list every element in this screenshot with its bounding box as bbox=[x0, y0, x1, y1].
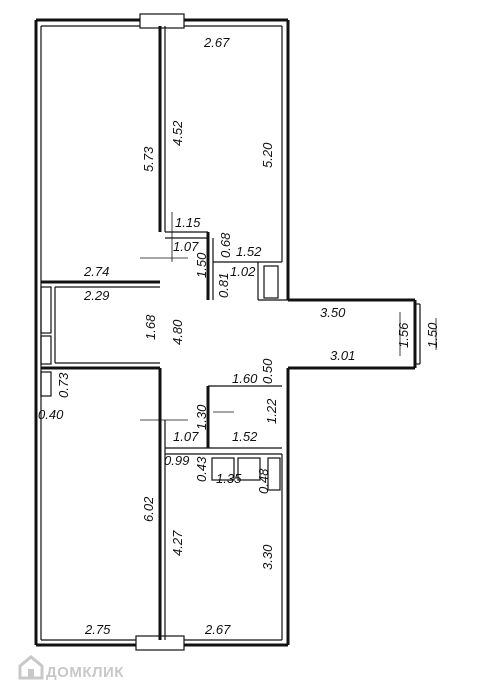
dim-left-room-height: 5.73 bbox=[141, 146, 156, 172]
dim-corridor-4-80: 4.80 bbox=[170, 319, 185, 345]
dim-bottom-right-width: 2.67 bbox=[204, 622, 231, 637]
dim-bottom-right-height: 3.30 bbox=[260, 544, 275, 570]
top-window bbox=[139, 13, 185, 29]
dim-right-room-depth-a: 4.52 bbox=[170, 120, 185, 146]
dim-bottom-right-depth: 4.27 bbox=[170, 530, 185, 556]
dimension-labels: 2.67 2.67 2.75 2.74 2.29 5.73 4.52 5.20 … bbox=[38, 35, 440, 637]
dim-wing-1-56: 1.56 bbox=[396, 322, 411, 348]
dim-small-1-35: 1.35 bbox=[216, 471, 242, 486]
dim-right-room-depth-b: 5.20 bbox=[260, 142, 275, 168]
dim-small-1-02: 1.02 bbox=[230, 264, 256, 279]
dim-small-1-52-top: 1.52 bbox=[236, 244, 262, 259]
dim-small-0-99: 0.99 bbox=[164, 453, 189, 468]
dim-small-0-68: 0.68 bbox=[218, 232, 233, 258]
dim-bottom-left-height: 6.02 bbox=[141, 496, 156, 522]
dim-wing-3-01: 3.01 bbox=[330, 348, 355, 363]
dim-bottom-left-width: 2.75 bbox=[84, 622, 111, 637]
dim-small-0-43: 0.43 bbox=[194, 456, 209, 482]
dim-top-right-width: 2.67 bbox=[203, 35, 230, 50]
dim-wing-3-50: 3.50 bbox=[320, 305, 346, 320]
watermark: ДОМКЛИК bbox=[18, 655, 124, 681]
dim-small-0-50: 0.50 bbox=[260, 358, 275, 384]
dim-small-1-07-bottom: 1.07 bbox=[173, 429, 199, 444]
dim-small-0-73: 0.73 bbox=[56, 372, 71, 398]
dim-small-1-22: 1.22 bbox=[264, 398, 279, 424]
home-logo-icon bbox=[18, 655, 44, 680]
dim-left-room-width: 2.74 bbox=[83, 264, 109, 279]
dim-small-1-07-top: 1.07 bbox=[173, 239, 199, 254]
dim-small-0-40: 0.40 bbox=[38, 407, 64, 422]
dim-small-0-48: 0.48 bbox=[256, 468, 271, 494]
dim-small-1-50: 1.50 bbox=[194, 252, 209, 278]
outer-walls bbox=[34, 13, 421, 651]
dim-small-1-15: 1.15 bbox=[175, 215, 201, 230]
dim-small-1-30: 1.30 bbox=[194, 404, 209, 430]
dim-small-0-81: 0.81 bbox=[216, 273, 231, 298]
interior-walls bbox=[40, 26, 437, 640]
dim-hall-width: 2.29 bbox=[83, 288, 109, 303]
dim-corridor-1-68: 1.68 bbox=[143, 314, 158, 340]
dim-small-1-52-bottom: 1.52 bbox=[232, 429, 258, 444]
dim-wing-1-50: 1.50 bbox=[425, 322, 440, 348]
dim-small-1-60: 1.60 bbox=[232, 371, 258, 386]
watermark-text: ДОМКЛИК bbox=[46, 664, 124, 681]
